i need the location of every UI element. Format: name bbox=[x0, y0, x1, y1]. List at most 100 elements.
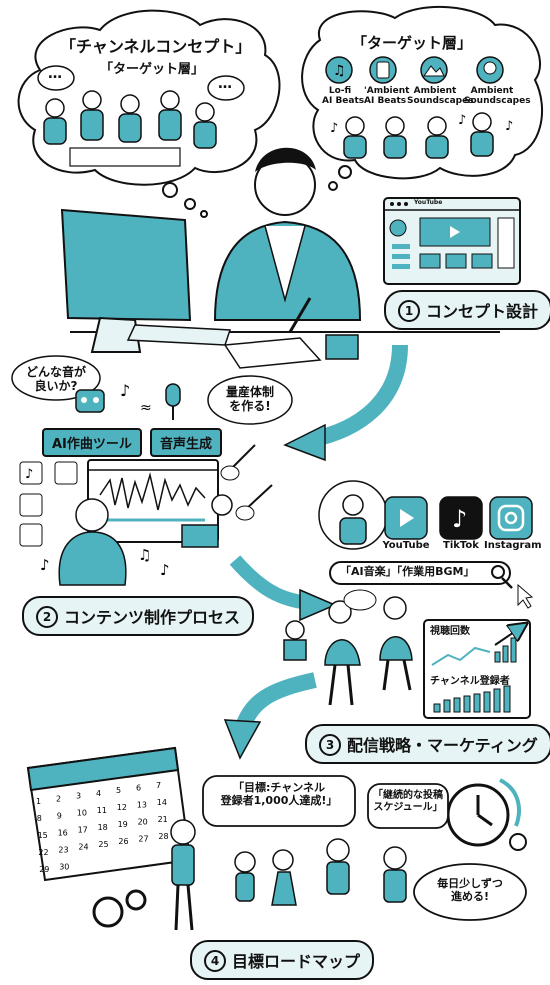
svg-text:♪: ♪ bbox=[160, 561, 170, 579]
calendar-day: 17 bbox=[78, 826, 88, 835]
marketing-people bbox=[283, 589, 413, 706]
cursor-icon bbox=[517, 583, 534, 609]
waveform bbox=[99, 472, 206, 511]
daily-bubble bbox=[413, 863, 527, 921]
gear-icon bbox=[125, 889, 147, 911]
svg-text:≈: ≈ bbox=[140, 400, 152, 416]
svg-text:♪: ♪ bbox=[120, 381, 130, 400]
calendar-day: 18 bbox=[98, 823, 108, 832]
concept-bubble-subtitle: 「ターゲット層」 bbox=[100, 62, 205, 77]
platform-icons: ♪ bbox=[318, 480, 533, 550]
mass-production-bubble: 量産体制を作る! bbox=[225, 385, 274, 413]
tiktok-logo-icon bbox=[439, 496, 483, 540]
note-icon bbox=[19, 461, 43, 485]
robot-icon bbox=[75, 389, 105, 413]
instrument-icon bbox=[19, 493, 43, 517]
target-thought-cloud: ♫ ♪ ♪ ♪ bbox=[301, 5, 543, 191]
svg-text:♪: ♪ bbox=[40, 556, 50, 574]
production-scene: ♪ ≈ ♪ ♪ ♫ ♪ bbox=[11, 355, 293, 586]
calendar-day: 20 bbox=[138, 818, 148, 827]
calendar-day: 12 bbox=[117, 803, 127, 812]
calendar-day: 16 bbox=[58, 828, 68, 837]
monitor-icon bbox=[60, 208, 192, 322]
schedule-bubble bbox=[367, 783, 449, 829]
calendar-day: 29 bbox=[39, 865, 49, 874]
calendar-day: 30 bbox=[59, 862, 69, 871]
svg-text:♪: ♪ bbox=[330, 121, 338, 136]
calendar-day: 27 bbox=[138, 835, 148, 844]
calendar-day: 7 bbox=[156, 781, 161, 790]
svg-text:♫: ♫ bbox=[138, 546, 151, 564]
browser-window bbox=[383, 197, 521, 285]
calendar-day: 19 bbox=[118, 820, 128, 829]
analytics-panel bbox=[423, 619, 531, 719]
laptop-icon bbox=[181, 524, 219, 548]
notebook-icon bbox=[223, 337, 322, 369]
gear-icon bbox=[509, 833, 527, 851]
target-bubble-title: 「ターゲット層」 bbox=[352, 34, 473, 52]
calendar-day: 10 bbox=[77, 809, 87, 818]
svg-text:♪: ♪ bbox=[505, 119, 513, 134]
search-bar bbox=[329, 561, 534, 609]
calendar-day: 4 bbox=[96, 789, 101, 798]
search-query: 「AI音楽」「作業用BGM」 bbox=[340, 565, 475, 578]
listener-people-icon: ♪ ♪ ♪ bbox=[330, 112, 513, 159]
genre-icons: ♫ bbox=[325, 56, 504, 84]
subscribers-label: チャンネル登録者 bbox=[430, 676, 510, 687]
calendar-day: 1 bbox=[36, 797, 41, 806]
calendar-day: 22 bbox=[38, 848, 48, 857]
voice-generation-tool-label: 音声生成 bbox=[150, 428, 223, 457]
calendar-day: 15 bbox=[38, 831, 48, 840]
calendar-day: 11 bbox=[97, 806, 107, 815]
celebrating-team bbox=[170, 819, 407, 931]
question-bubble: どんな音が良いか? bbox=[25, 365, 86, 393]
platform-label-youtube: YouTube bbox=[382, 540, 430, 551]
calendar-day: 14 bbox=[157, 798, 167, 807]
calendar-day: 13 bbox=[137, 801, 147, 810]
guitar-tile-icon bbox=[54, 461, 78, 485]
speaker-icon bbox=[19, 523, 43, 547]
microphone-icon bbox=[165, 383, 181, 407]
calendar-day: 26 bbox=[118, 837, 128, 846]
schedule-text: 「継続的な投稿スケジュール」 bbox=[373, 790, 443, 813]
calendar-day: 9 bbox=[57, 811, 62, 820]
calendar-day: 6 bbox=[136, 784, 141, 793]
concept-bubble-title: 「チャンネルコンセプト」 bbox=[60, 37, 252, 56]
views-line-chart bbox=[431, 646, 491, 666]
calendar-day: 25 bbox=[98, 840, 108, 849]
keyboard-icon bbox=[126, 324, 232, 346]
goal-bubble bbox=[202, 775, 356, 827]
desk-scene bbox=[60, 147, 500, 369]
calendar-day: 21 bbox=[158, 815, 168, 824]
calendar-day: 3 bbox=[76, 792, 81, 801]
svg-text:♪: ♪ bbox=[25, 467, 33, 482]
goal-text: 「目標:チャンネル登録者1,000人達成!」 bbox=[220, 781, 338, 807]
svg-text:♫: ♫ bbox=[333, 63, 346, 79]
flow-arrow-1 bbox=[308, 344, 408, 448]
ai-composer-tool-label: AI作曲ツール bbox=[42, 428, 142, 457]
clock-icon bbox=[446, 778, 527, 851]
platform-label-tiktok: TikTok bbox=[443, 540, 479, 551]
calendar-day: 28 bbox=[158, 832, 168, 841]
pen-icon bbox=[288, 297, 312, 333]
subscriber-bar-chart bbox=[433, 685, 511, 713]
search-icon bbox=[491, 565, 505, 579]
ellipsis-left: … bbox=[48, 66, 62, 82]
svg-text:♪: ♪ bbox=[452, 505, 467, 533]
ellipsis-right: … bbox=[218, 76, 232, 92]
gear-icon bbox=[92, 896, 124, 928]
views-label: 視聴回数 bbox=[430, 626, 470, 637]
concept-thought-cloud bbox=[17, 9, 281, 218]
calendar-day: 2 bbox=[56, 794, 61, 803]
platform-label-instagram: Instagram bbox=[484, 540, 542, 551]
daily-progress-text: 毎日少しずつ進める! bbox=[437, 877, 503, 903]
team-people-icon bbox=[43, 90, 217, 167]
